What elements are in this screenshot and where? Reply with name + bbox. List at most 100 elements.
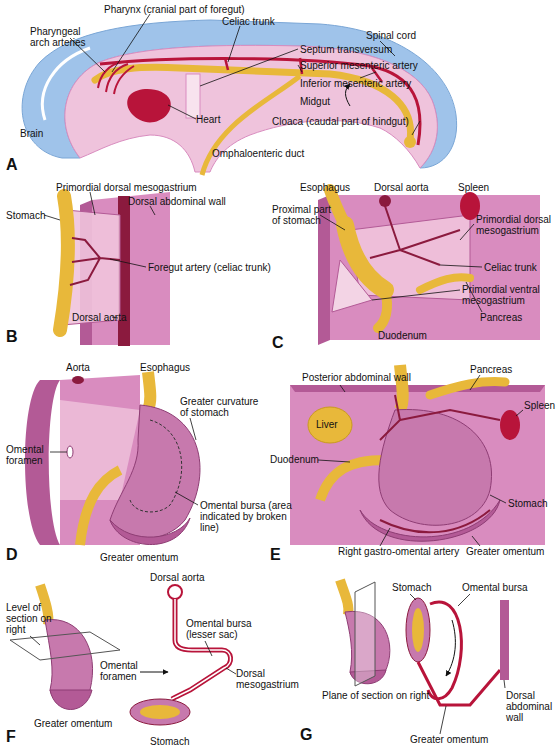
esophagus [340, 580, 348, 615]
panel-letter: G [300, 726, 312, 743]
cloaca [404, 136, 416, 148]
anatomy-label: Pancreas [470, 364, 512, 375]
panel-e [290, 365, 545, 545]
dorsal-aorta [379, 195, 391, 207]
esophagus [400, 365, 403, 410]
anatomy-label: Omphaloenteric duct [212, 148, 304, 159]
stomach-lumen [140, 705, 180, 719]
anatomy-label: Inferior mesenteric artery [300, 78, 411, 89]
anatomy-label: Dorsal abdominal wall [506, 690, 560, 723]
anatomy-label: Foregut artery (celiac trunk) [148, 262, 271, 273]
anatomy-label: Midgut [300, 96, 330, 107]
anatomy-label: Stomach [508, 498, 547, 509]
anatomy-label: Omental foramen [100, 660, 144, 682]
leader-line [200, 49, 298, 86]
stomach-lumen [412, 608, 424, 652]
anatomy-label: Aorta [66, 362, 90, 373]
leader-line [318, 460, 350, 462]
anatomy-label: Septum transversum [300, 44, 392, 55]
anatomy-label: Dorsal aorta [72, 312, 126, 323]
anatomy-label: Dorsal aorta [374, 182, 428, 193]
spleen [500, 410, 520, 440]
leader-line [490, 495, 506, 503]
gastric-arteries [380, 395, 500, 532]
aorta [72, 376, 84, 384]
leader-line [412, 121, 420, 135]
anatomy-label: Brain [20, 128, 43, 139]
anatomy-label: Greater omentum [34, 718, 112, 729]
anatomy-label: Stomach [150, 736, 189, 747]
leader-line [410, 594, 416, 600]
leader-line [112, 14, 150, 72]
anatomy-label: Level of section on right [6, 602, 58, 635]
anatomy-label: Cloaca (caudal part of hindgut) [272, 116, 409, 127]
stomach [379, 410, 492, 526]
stomach-section [406, 598, 430, 662]
leader-line [150, 206, 155, 215]
anatomy-label: Stomach [392, 582, 431, 593]
panel-letter: A [6, 156, 18, 173]
panel-letter: E [270, 546, 281, 563]
anatomy-label: Dorsal abdominal wall [128, 196, 226, 207]
anatomy-label: Duodenum [270, 454, 319, 465]
anatomy-label: Greater omentum [466, 546, 544, 557]
anatomy-label: Greater curvature of stomach [180, 396, 260, 418]
dorsal-aorta [100, 59, 420, 145]
anatomy-label: Duodenum [378, 330, 427, 341]
anatomy-label: Spleen [524, 400, 555, 411]
leader-line [360, 72, 376, 78]
leader-line [440, 706, 446, 734]
esophagus [148, 372, 150, 410]
anatomy-label: Pancreas [480, 312, 522, 323]
anatomy-label: Right gastro-omental artery [338, 546, 459, 557]
leader-line [380, 528, 390, 546]
duodenum [80, 470, 120, 545]
section-plane [10, 632, 120, 660]
anatomy-label: Spinal cord [366, 30, 416, 41]
section-plane [355, 582, 375, 686]
stomach-section [130, 699, 190, 725]
anatomy-label: Pharynx (cranial part of foregut) [104, 4, 245, 15]
leader-line [440, 265, 482, 267]
leader-line [175, 492, 198, 505]
anatomy-label: Greater omentum [410, 734, 488, 745]
anatomy-label: Celiac trunk [222, 16, 275, 27]
leader-line [340, 385, 345, 392]
liver [308, 407, 352, 443]
leader-line [372, 290, 460, 300]
stomach-tube [60, 196, 68, 330]
leader-lines [30, 14, 523, 734]
anatomy-label: Omental bursa [462, 582, 528, 593]
anatomy-label: Proximal part of stomach [272, 204, 336, 226]
anatomy-label: Plane of section on right [322, 690, 429, 701]
panel-letter: D [6, 546, 18, 563]
anatomy-label: Celiac trunk [484, 262, 537, 273]
leader-line [504, 680, 505, 688]
leader-line [110, 259, 146, 267]
panel-g [340, 580, 509, 705]
dorsal-mesogastrium [172, 599, 231, 699]
anatomy-label: Esophagus [140, 362, 190, 373]
greater-omentum [110, 518, 190, 545]
anatomy-label: Heart [196, 114, 220, 125]
leader-line [90, 192, 95, 215]
stomach [345, 225, 385, 290]
leader-line [472, 536, 480, 546]
anatomy-label: Greater omentum [100, 552, 178, 563]
anatomy-label: Superior mesenteric artery [300, 60, 418, 71]
panel-c [318, 190, 540, 345]
anatomy-label: Liver [316, 419, 338, 430]
omental-bursa [428, 602, 461, 699]
septum-transversum [186, 74, 200, 118]
leader-line [205, 641, 212, 656]
dorsal-aorta [168, 585, 182, 599]
anatomy-label: Stomach [6, 210, 45, 221]
celiac-trunk [370, 206, 460, 265]
foregut-artery [70, 238, 120, 285]
leader-line [30, 636, 40, 645]
panel-letter: B [6, 328, 18, 345]
anatomy-label: Omental bursa (lesser sac) [186, 618, 256, 640]
omental-foramen-arrow [140, 672, 168, 673]
